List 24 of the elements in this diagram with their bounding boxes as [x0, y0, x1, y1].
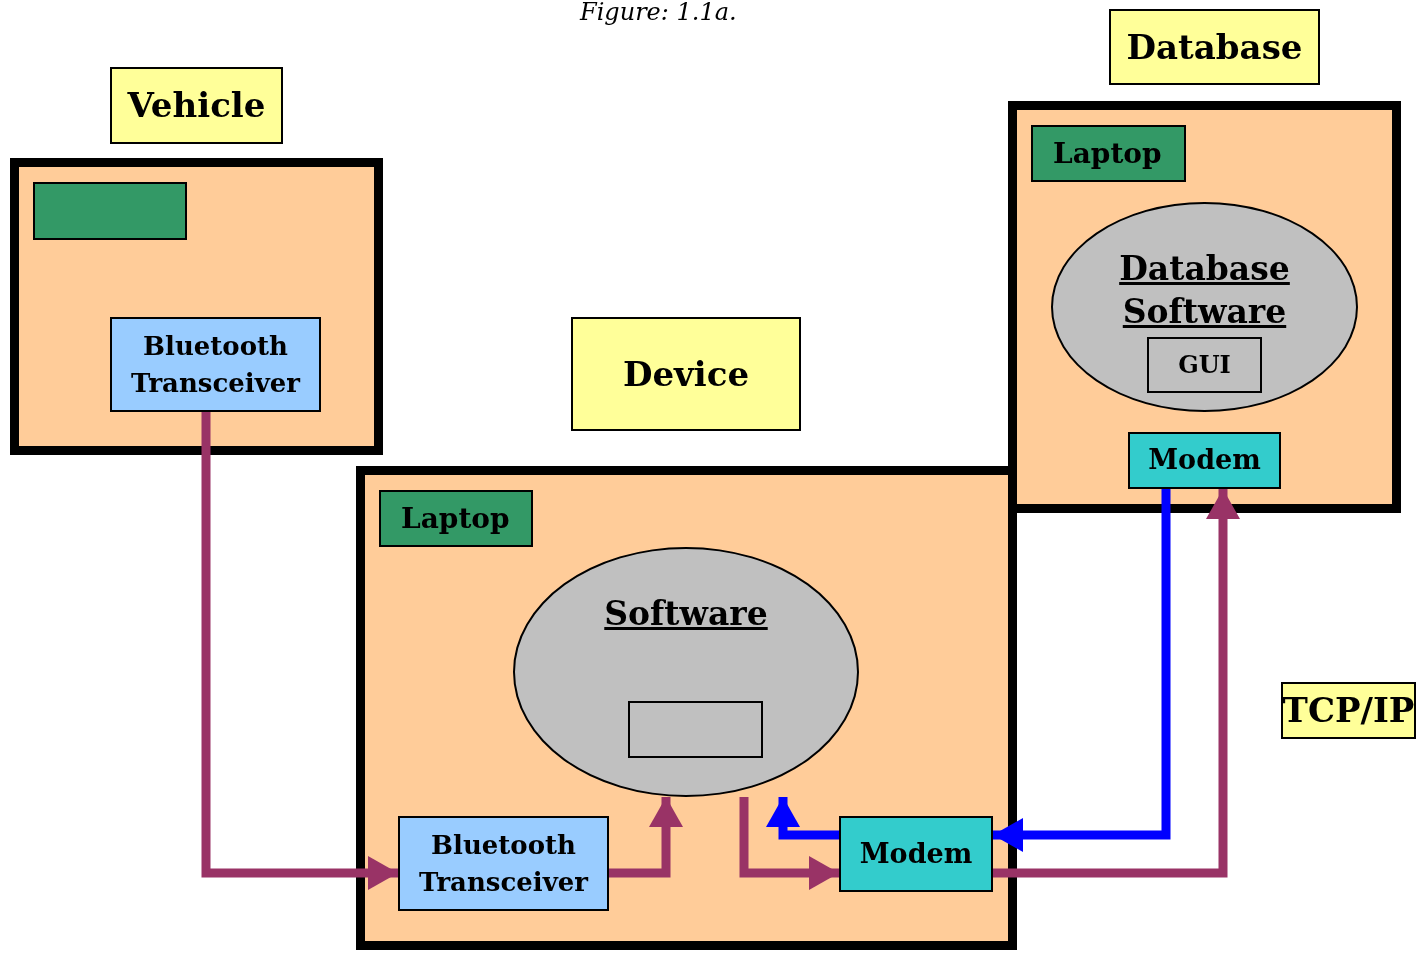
software-ellipse: Software: [513, 547, 859, 797]
interface-block: [628, 701, 763, 758]
modem-block: Modem: [839, 816, 993, 892]
container-panel: [1008, 101, 1401, 513]
container-panel: [10, 158, 383, 455]
laptop-label-block: Laptop: [1031, 125, 1186, 182]
title-label: Device: [571, 317, 801, 431]
title-label: Vehicle: [110, 67, 283, 144]
figure-caption: Figure: 1.1a.: [580, 0, 737, 24]
laptop-label-block: Laptop: [379, 490, 533, 547]
module-block: [33, 182, 187, 240]
arrow: [739, 797, 839, 890]
container-panel: [356, 466, 1017, 950]
title-label: Database: [1109, 9, 1320, 85]
arrow: [201, 412, 398, 890]
arrow: [993, 489, 1240, 878]
protocol-label: TCP/IP: [1281, 682, 1416, 739]
component-block: Bluetooth Transceiver: [110, 317, 321, 412]
gui-block: GUI: [1147, 337, 1262, 393]
software-ellipse: Database Software GUI: [1051, 202, 1358, 412]
component-block: Bluetooth Transceiver: [398, 816, 609, 911]
arrow: [609, 797, 683, 878]
modem-block: Modem: [1128, 432, 1281, 489]
arrow: [993, 489, 1171, 852]
